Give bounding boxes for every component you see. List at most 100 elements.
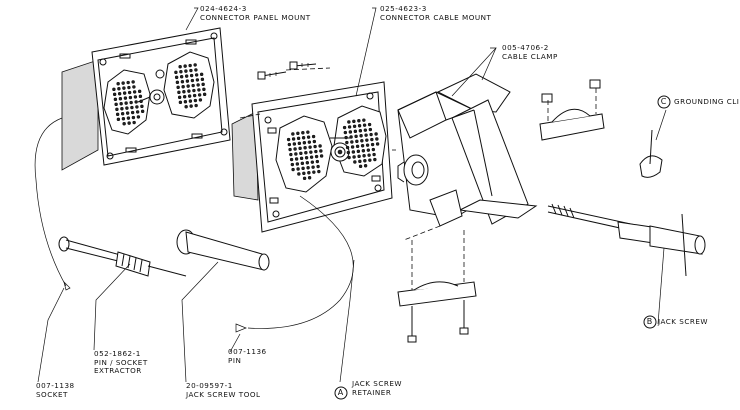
contact-hole	[302, 171, 306, 176]
callout-letter-c: C	[660, 97, 667, 106]
contact-hole	[286, 137, 291, 142]
contact-hole	[357, 119, 361, 123]
contact-hole	[125, 111, 130, 115]
contact-hole	[176, 85, 180, 90]
contact-hole	[308, 145, 312, 149]
contact-hole	[309, 150, 313, 154]
jack-screw-retainer	[397, 154, 429, 186]
contact-hole	[120, 107, 124, 111]
contact-hole	[183, 100, 188, 104]
contact-hole	[307, 171, 311, 175]
contact-hole	[318, 144, 322, 148]
contact-hole	[187, 89, 191, 93]
contact-hole	[135, 105, 139, 109]
contact-hole	[185, 79, 190, 83]
contact-hole	[139, 99, 143, 104]
contact-hole	[194, 68, 198, 72]
jack-screw	[547, 203, 706, 277]
label-connector-panel-mount: 024-4624-3 CONNECTOR PANEL MOUNT	[200, 4, 311, 22]
contact-hole	[356, 149, 361, 154]
contact-hole	[117, 87, 121, 91]
contact-hole	[365, 143, 370, 147]
label-jack-screw-tool: 20-09597-1 JACK SCREW TOOL	[186, 381, 261, 399]
contact-hole	[128, 95, 133, 100]
contact-hole	[292, 142, 297, 146]
contact-hole	[358, 129, 363, 133]
label-jack-screw: JACK SCREW	[658, 317, 709, 326]
contact-hole	[357, 124, 362, 128]
contact-hole	[180, 80, 185, 84]
contact-hole	[289, 157, 294, 162]
contact-hole	[297, 172, 301, 176]
contact-hole	[137, 89, 142, 94]
contact-hole	[119, 102, 123, 106]
contact-hole	[192, 93, 197, 98]
contact-hole	[120, 112, 125, 116]
contact-hole	[131, 115, 136, 120]
contact-hole	[291, 167, 295, 172]
contact-hole	[369, 132, 373, 137]
callout-circle-c	[657, 95, 671, 109]
contact-hole	[179, 70, 183, 74]
contact-hole	[189, 73, 194, 78]
contact-hole	[126, 80, 130, 85]
contact-hole	[134, 100, 138, 104]
label-connector-cable-mount: 025-4623-3 CONNECTOR CABLE MOUNT	[380, 4, 492, 22]
contact-hole	[122, 86, 126, 90]
contact-hole	[365, 138, 369, 142]
contact-hole	[307, 140, 312, 144]
contact-hole	[116, 82, 120, 86]
contact-hole	[346, 150, 351, 155]
grounding-clip	[639, 129, 663, 178]
contact-hole	[294, 152, 298, 156]
contact-hole	[140, 104, 144, 109]
contact-hole	[182, 90, 186, 94]
contact-hole	[350, 140, 354, 144]
contact-hole	[192, 88, 196, 93]
label-jack-screw-retainer: JACK SCREW RETAINER	[352, 379, 403, 397]
contact-hole	[195, 78, 200, 82]
contact-hole	[348, 130, 353, 134]
contact-hole	[352, 124, 357, 129]
cable-clamp	[397, 73, 538, 227]
contact-hole	[351, 150, 356, 154]
contact-hole	[304, 156, 309, 160]
contact-hole	[304, 151, 308, 155]
contact-hole	[312, 139, 317, 144]
contact-hole	[121, 117, 126, 121]
contact-hole	[319, 154, 324, 158]
contact-hole	[177, 90, 181, 95]
contact-hole	[358, 159, 362, 164]
contact-hole	[345, 140, 349, 145]
contact-hole	[375, 142, 380, 146]
callout-circle-a	[334, 386, 348, 400]
contact-hole	[352, 119, 356, 124]
contact-hole	[344, 135, 348, 140]
label-cable-clamp: 005-4706-2 CABLE CLAMP	[502, 43, 558, 61]
contact-hole	[115, 107, 119, 112]
contact-hole	[118, 97, 123, 101]
contact-hole	[311, 165, 315, 169]
contact-hole	[310, 160, 315, 164]
contact-hole	[309, 155, 314, 159]
contact-hole	[350, 145, 355, 149]
callout-letter-b: B	[646, 317, 653, 326]
contact-hole	[353, 160, 357, 164]
contact-hole	[201, 82, 205, 87]
contact-hole	[200, 77, 205, 82]
contact-hole	[366, 148, 371, 152]
contact-hole	[291, 132, 295, 136]
contact-hole	[314, 154, 319, 159]
contact-hole	[370, 137, 374, 142]
leader-lines	[37, 7, 667, 383]
contact-hole	[184, 105, 188, 109]
contact-hole	[371, 147, 376, 152]
contact-hole	[136, 115, 141, 119]
connector-cable-mount	[231, 81, 393, 233]
contact-hole	[193, 63, 197, 67]
contact-hole	[303, 146, 307, 150]
contact-hole	[362, 154, 366, 158]
contact-hole	[295, 162, 300, 166]
contact-hole	[189, 104, 193, 108]
contact-hole	[363, 159, 367, 163]
